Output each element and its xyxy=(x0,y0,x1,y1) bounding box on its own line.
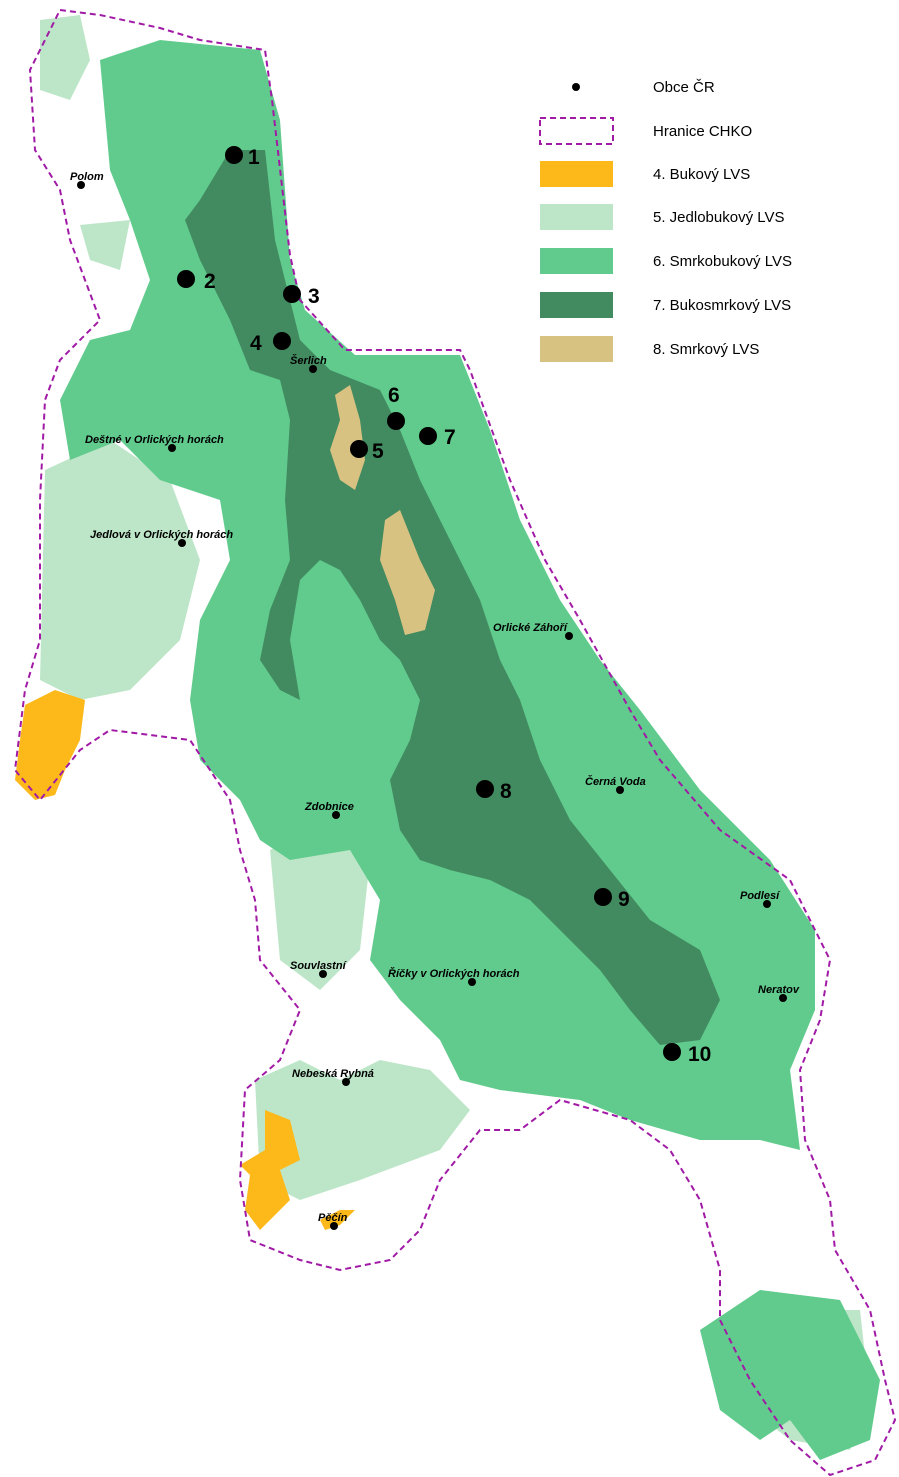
legend-label-chko: Hranice CHKO xyxy=(653,123,752,140)
site-label: 4 xyxy=(250,332,262,355)
legend-swatch-lvs8 xyxy=(540,336,613,362)
site-label: 6 xyxy=(388,384,400,407)
town-dot xyxy=(342,1078,350,1086)
town-label: Nebeská Rybná xyxy=(292,1068,374,1080)
legend-swatch-lvs5 xyxy=(540,204,613,230)
legend-boundary-symbol xyxy=(539,117,614,145)
town-label: Šerlich xyxy=(290,354,327,367)
site-dot xyxy=(273,332,291,350)
town-label: Deštné v Orlických horách xyxy=(85,434,224,446)
site-label: 5 xyxy=(372,440,384,463)
site-label: 3 xyxy=(308,285,320,308)
town-dot xyxy=(330,1222,338,1230)
town-dot xyxy=(319,970,327,978)
town-label: Jedlová v Orlických horách xyxy=(90,529,233,541)
site-dot xyxy=(663,1043,681,1061)
town-label: Pěčín xyxy=(318,1212,348,1224)
site-dot xyxy=(387,412,405,430)
town-dot xyxy=(332,811,340,819)
town-label: Orlické Záhoří xyxy=(493,622,569,634)
site-label: 8 xyxy=(500,780,512,803)
lvs8-areas xyxy=(330,385,435,635)
town-dot xyxy=(168,444,176,452)
site-dot xyxy=(283,285,301,303)
site-dot xyxy=(594,888,612,906)
sites-layer: 1 2 3 4 5 6 7 8 9 10 xyxy=(177,146,711,1066)
town-label: Podlesí xyxy=(740,890,781,902)
town-label: Souvlastní xyxy=(290,960,348,972)
site-label: 7 xyxy=(444,426,456,449)
town-dot xyxy=(779,994,787,1002)
site-label: 10 xyxy=(688,1043,711,1066)
lvs7-areas xyxy=(185,150,720,1045)
site-dot xyxy=(476,780,494,798)
legend-swatch-lvs4 xyxy=(540,161,613,187)
site-label: 9 xyxy=(618,888,630,911)
town-dot xyxy=(309,365,317,373)
site-label: 2 xyxy=(204,270,216,293)
site-dot xyxy=(225,146,243,164)
lvs4-areas xyxy=(15,690,355,1230)
site-dot xyxy=(419,427,437,445)
legend-label-lvs7: 7. Bukosmrkový LVS xyxy=(653,297,791,314)
site-dot xyxy=(177,270,195,288)
town-dot xyxy=(77,181,85,189)
town-dot xyxy=(616,786,624,794)
site-dot xyxy=(350,440,368,458)
legend-label-lvs5: 5. Jedlobukový LVS xyxy=(653,209,784,226)
town-dot xyxy=(763,900,771,908)
town-label: Neratov xyxy=(758,984,800,996)
legend-label-obce: Obce ČR xyxy=(653,79,715,96)
legend-dot-symbol xyxy=(572,83,580,91)
town-dot xyxy=(468,978,476,986)
legend-swatch-lvs7 xyxy=(540,292,613,318)
chko-boundary xyxy=(13,8,897,1477)
town-label: Říčky v Orlických horách xyxy=(388,967,520,980)
town-label: Polom xyxy=(70,171,104,183)
legend-label-lvs8: 8. Smrkový LVS xyxy=(653,341,759,358)
town-dot xyxy=(565,632,573,640)
legend: Obce ČR Hranice CHKO 4. Bukový LVS 5. Jedlo… xyxy=(539,79,792,362)
site-label: 1 xyxy=(248,146,260,169)
town-label: Zdobnice xyxy=(304,801,354,813)
town-dot xyxy=(178,539,186,547)
town-label: Černá Voda xyxy=(585,775,646,788)
legend-swatch-lvs6 xyxy=(540,248,613,274)
legend-label-lvs6: 6. Smrkobukový LVS xyxy=(653,253,792,270)
legend-label-lvs4: 4. Bukový LVS xyxy=(653,166,750,183)
